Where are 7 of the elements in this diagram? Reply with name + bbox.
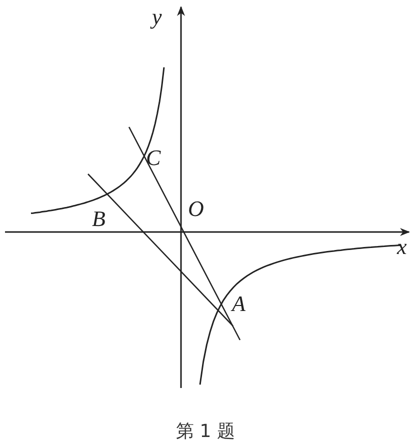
caption: 第 1 题 xyxy=(176,422,235,442)
axis-label: y xyxy=(152,6,162,28)
point-label: B xyxy=(92,208,106,230)
point-label: C xyxy=(146,147,161,169)
origin-label: O xyxy=(188,198,204,220)
point-label: A xyxy=(232,293,246,315)
axis-label: x xyxy=(397,236,407,258)
